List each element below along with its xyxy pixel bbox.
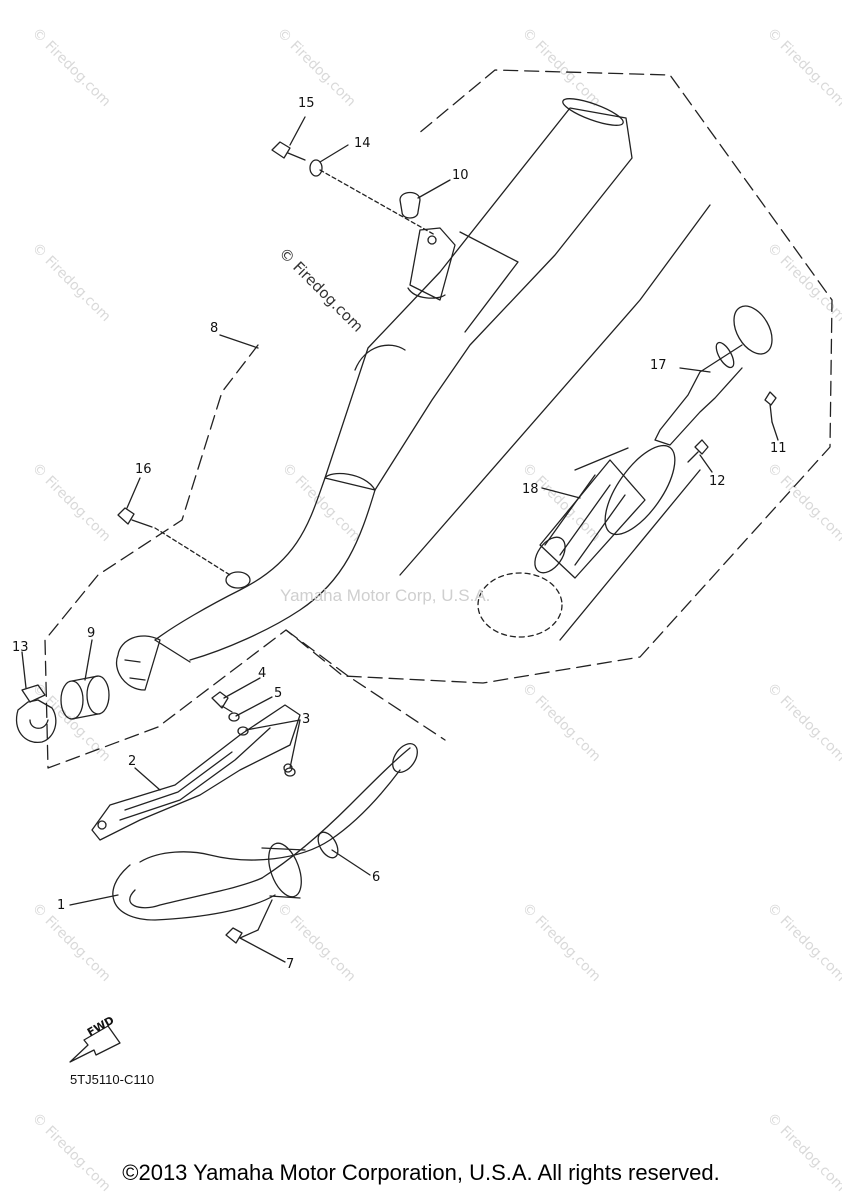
headpipe-group-outline (285, 629, 446, 741)
exhaust-pipe-1 (112, 743, 418, 921)
gasket-9 (60, 675, 110, 720)
callout-2: 2 (128, 754, 137, 769)
leader-12 (699, 454, 713, 473)
callout-3: 3 (302, 712, 311, 727)
callout-13: 13 (12, 640, 29, 655)
leader-8 (219, 334, 259, 349)
baffle-insert-18 (534, 444, 676, 579)
clamp-13 (15, 684, 57, 743)
callout-5: 5 (274, 686, 283, 701)
leader-5 (235, 696, 273, 717)
callout-4: 4 (258, 666, 267, 681)
callout-6: 6 (372, 870, 381, 885)
leader-7-line (257, 899, 273, 931)
diagram-code: 5TJ5110-C110 (70, 1072, 155, 1087)
fwd-arrow-icon (69, 1025, 121, 1063)
leader-4 (223, 677, 261, 699)
callout-12: 12 (709, 474, 726, 489)
center-watermark: Yamaha Motor Corp, U.S.A. (280, 586, 491, 605)
assembly-line-16 (154, 527, 231, 576)
leader-6 (331, 849, 371, 876)
callout-16: 16 (135, 462, 152, 477)
leader-15 (289, 116, 306, 146)
callout-7: 7 (286, 957, 295, 972)
leader-16 (126, 477, 141, 509)
callout-14: 14 (354, 136, 371, 151)
washer-3a (237, 726, 249, 736)
protector-2 (91, 704, 301, 841)
callout-11: 11 (770, 441, 787, 456)
bolt-7 (225, 927, 259, 944)
screw-11 (764, 391, 777, 423)
screw-12 (687, 439, 709, 463)
mid-pipe (154, 477, 376, 661)
callout-8: 8 (210, 321, 219, 336)
leader-3a (245, 719, 301, 731)
bolt-15 (271, 141, 306, 161)
callout-17: 17 (650, 358, 667, 373)
end-cap-17 (654, 305, 773, 446)
leader-1 (69, 894, 119, 906)
callout-10: 10 (452, 168, 469, 183)
assembly-line-15 (319, 169, 436, 236)
bolt-16 (117, 507, 153, 528)
callout-1: 1 (57, 898, 66, 913)
silencer-inner-outline (399, 204, 711, 641)
pipe-slotted-end (115, 635, 161, 691)
leader-18 (541, 487, 581, 499)
callout-15: 15 (298, 96, 315, 111)
grommet-10 (399, 191, 421, 219)
callout-9: 9 (87, 626, 96, 641)
washer-14 (309, 159, 323, 177)
leader-17 (679, 367, 711, 373)
leader-2 (134, 767, 161, 791)
leader-9 (84, 639, 93, 681)
silencer-end-hidden (477, 572, 563, 638)
pipe-boss (225, 571, 251, 589)
screw-4 (211, 691, 233, 713)
leader-10 (417, 179, 451, 199)
callout-18: 18 (522, 482, 539, 497)
silencer-body (324, 98, 633, 491)
leader-3b (289, 719, 301, 769)
leader-7 (239, 937, 286, 963)
leader-14 (319, 144, 349, 163)
silencer-group-outline (44, 69, 833, 769)
gasket-6 (317, 831, 339, 859)
copyright-notice: ©2013 Yamaha Motor Corporation, U.S.A. A… (122, 1160, 720, 1185)
washer-5 (228, 712, 240, 722)
leader-11 (771, 421, 779, 441)
leader-13 (21, 651, 27, 689)
